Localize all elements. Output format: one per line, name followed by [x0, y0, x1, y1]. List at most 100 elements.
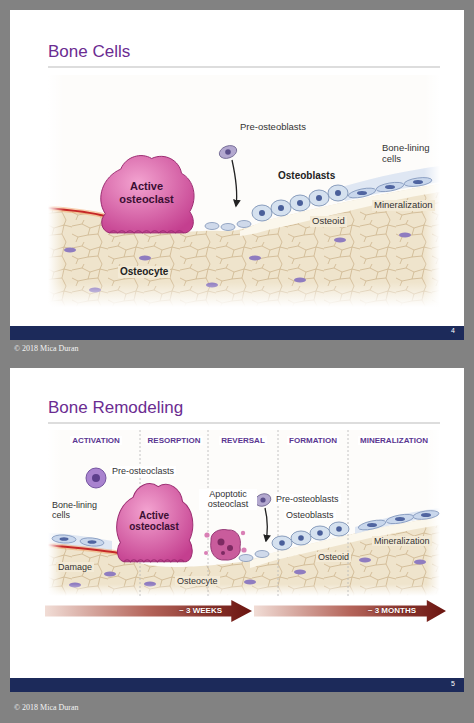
bone-tissue [240, 184, 440, 236]
duration-arrow: ~ 3 WEEKS [45, 600, 252, 622]
cell-label: Apoptotic osteoclast [199, 489, 257, 510]
bone-cells [297, 200, 303, 206]
ruffled-border [124, 560, 184, 562]
bone-tissue [359, 558, 371, 563]
bone-tissue [48, 584, 440, 596]
region-label: Osteoid [310, 216, 347, 227]
cell-label: Bone-lining cells [52, 500, 104, 521]
bone-cells [329, 522, 349, 536]
copyright-note: © 2018 Mica Duran [14, 703, 79, 712]
osteoclast-cell: Active osteoclast [112, 478, 196, 564]
bone-cells [316, 195, 322, 201]
bone-tissue [399, 233, 411, 238]
bone-cells [255, 551, 269, 558]
cell-label: Osteocyte [118, 266, 170, 278]
bone-cells [279, 540, 285, 546]
bone-cells [386, 513, 415, 526]
bone-cells [52, 468, 440, 562]
cell-label: Active osteoclast [115, 180, 179, 205]
bone-cells [241, 531, 245, 535]
bone-cells [336, 526, 342, 532]
bone-cells [309, 190, 329, 206]
bone-cells [328, 185, 348, 201]
bone-cells [218, 539, 225, 546]
phase-header: RESORPTION [146, 436, 203, 445]
bone-cells [237, 221, 251, 228]
bone-cells [211, 529, 241, 560]
bone-cells [413, 509, 440, 521]
slide-background [10, 678, 464, 692]
cell-label: Osteoblasts [278, 170, 335, 182]
bone-cells [225, 149, 231, 155]
bone-tissue [294, 278, 306, 283]
region-label: Damage [56, 562, 94, 572]
bone-cells [227, 545, 233, 551]
ruffled-border [109, 231, 183, 233]
bone-tissue [48, 75, 440, 307]
bone-cells [421, 513, 431, 517]
osteoclast-shape [101, 156, 194, 233]
bone-cells [347, 186, 376, 200]
bone-cells [279, 526, 342, 546]
cell-label: Pre-osteoclasts [110, 466, 176, 476]
duration-arrow: ~ 3 MONTHS [254, 600, 446, 622]
slide-panel: Bone CellsActive osteoclast [10, 10, 464, 326]
bone-tissue [244, 580, 256, 585]
bone-cells [290, 195, 310, 211]
bone-tissue [414, 560, 426, 565]
cell-label: Pre-osteoblasts [240, 122, 306, 133]
bone-cells [259, 210, 265, 216]
bone-cells [221, 551, 225, 555]
phase-header: FORMATION [287, 436, 339, 445]
phase-header: MINERALIZATION [358, 436, 430, 445]
cell-label: Active osteoclast [125, 510, 183, 533]
bone-cells [241, 547, 246, 552]
slide-panel: Bone RemodelingActive osteoclast ~ 3 WEEK… [10, 368, 464, 678]
bone-cells [310, 526, 330, 540]
bone-cells [376, 181, 405, 194]
bone-cells [204, 551, 208, 555]
slide-background [10, 10, 464, 692]
bone-tissue [48, 517, 440, 596]
bone-cells [404, 176, 433, 188]
bone-cells [52, 534, 76, 543]
bone-tissue [294, 570, 306, 575]
region-label: Mineralization [372, 200, 435, 211]
bone-tissue [69, 558, 426, 588]
phase-header: REVERSAL [219, 436, 267, 445]
phase-divider [208, 430, 209, 596]
bone-cells [357, 180, 423, 195]
bone-cells [80, 537, 105, 547]
bone-cells [60, 537, 69, 541]
bone-cells [317, 530, 323, 536]
region-label: Osteoid [316, 552, 351, 562]
arrow-shape [254, 600, 446, 622]
slide-number: 4 [451, 327, 455, 335]
copyright-note: © 2018 Mica Duran [14, 344, 79, 353]
slide-title: Bone Remodeling [48, 398, 183, 418]
cell-label: Osteocyte [175, 576, 220, 586]
bone-cells [272, 522, 349, 550]
osteoclast-shape [117, 484, 193, 562]
bone-tissue [48, 430, 440, 596]
bone-cells [232, 160, 237, 206]
arrow-shape [45, 600, 252, 622]
bone-tissue [64, 248, 76, 253]
slide-background [48, 67, 440, 68]
region-label: Mineralization [372, 536, 432, 546]
bone-tissue [104, 572, 116, 577]
bone-cells [52, 509, 440, 547]
arrow-shape [254, 600, 446, 622]
bone-cells [259, 190, 341, 216]
bone-cells [335, 190, 341, 196]
bone-tissue [48, 75, 440, 307]
bone-tissue [48, 282, 440, 307]
slide-number: 5 [451, 680, 455, 688]
bone-cells [357, 191, 367, 195]
bone-cells [278, 205, 284, 211]
bone-tissue [334, 238, 346, 243]
bone-cells [88, 540, 97, 544]
cell-label: Bone-lining cells [382, 143, 434, 165]
phase-header: ACTIVATION [70, 436, 122, 445]
bone-cells [221, 224, 235, 231]
